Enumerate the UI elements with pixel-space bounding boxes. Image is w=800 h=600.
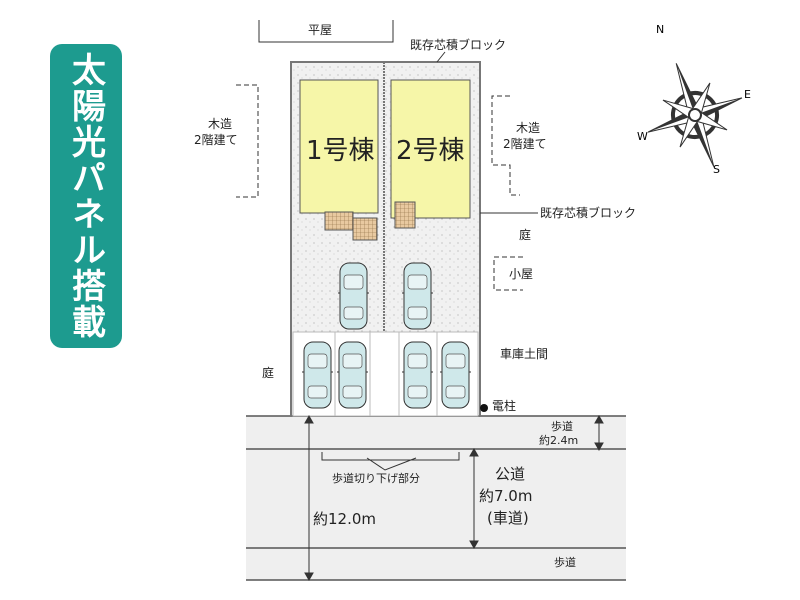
label-garden-left: 庭 — [262, 366, 275, 380]
label-house-2: 2号棟 — [396, 136, 465, 166]
label-block-top: 既存芯積ブロック — [410, 38, 507, 52]
compass-n: N — [656, 23, 664, 36]
label-left-house-1: 木造 — [208, 117, 233, 131]
car — [337, 262, 370, 330]
car — [401, 341, 434, 409]
label-road: 公道 — [495, 465, 526, 483]
label-hiraya: 平屋 — [308, 23, 333, 37]
label-garage: 車庫土間 — [500, 347, 549, 361]
compass-e: E — [744, 88, 751, 101]
label-shed: 小屋 — [509, 267, 534, 281]
house-1 — [299, 79, 379, 214]
compass-icon — [647, 63, 743, 167]
solar-panel-badge: 太陽光パネル搭載 — [50, 44, 122, 348]
label-utility-pole: 電柱 — [492, 399, 517, 413]
compass-s: S — [713, 163, 720, 176]
house-2 — [390, 79, 471, 219]
label-total-width: 約12.0m — [313, 510, 377, 528]
neighbor-bracket — [258, 20, 394, 43]
badge-text: 太陽光パネル搭載 — [65, 52, 106, 340]
compass-w: W — [637, 130, 648, 143]
utility-pole-icon — [480, 404, 488, 412]
label-block-right: 既存芯積ブロック — [540, 206, 637, 220]
label-curb-cut: 歩道切り下げ部分 — [332, 472, 420, 485]
label-right-house-2: 2階建て — [503, 137, 547, 151]
car — [301, 341, 334, 409]
label-road-width: 約7.0m — [479, 487, 533, 505]
label-right-house-1: 木造 — [516, 121, 541, 135]
label-road-type: (車道) — [487, 509, 529, 527]
car — [401, 262, 434, 330]
label-sidewalk-top: 歩道 — [551, 420, 573, 433]
label-garden-right: 庭 — [519, 228, 532, 242]
label-house-1: 1号棟 — [306, 136, 375, 166]
label-left-house-2: 2階建て — [194, 133, 238, 147]
car — [336, 341, 369, 409]
label-sidewalk-top-width: 約2.4m — [539, 434, 579, 447]
car — [439, 341, 472, 409]
label-sidewalk-bottom: 歩道 — [554, 556, 576, 569]
